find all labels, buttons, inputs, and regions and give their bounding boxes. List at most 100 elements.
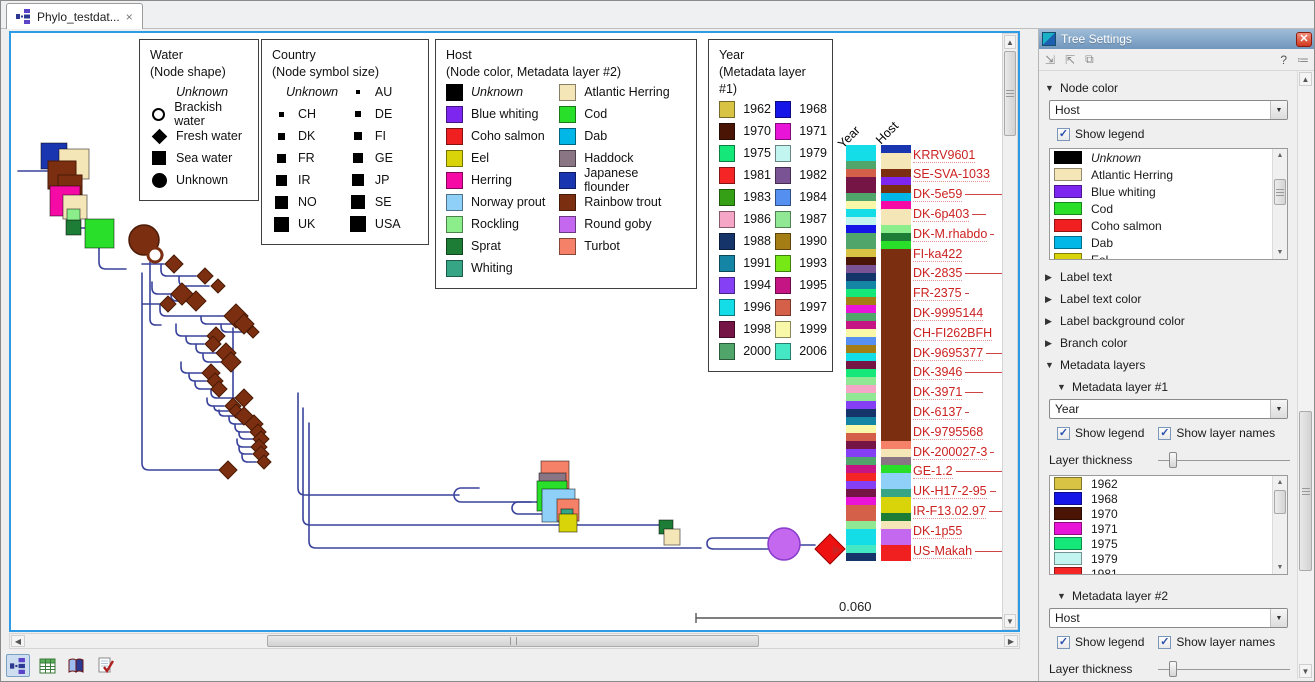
element-info-button[interactable] — [93, 654, 117, 677]
layer2-thickness-slider[interactable] — [1158, 661, 1290, 677]
tree-node-di[interactable] — [233, 313, 255, 335]
layer2-show-legend-checkbox[interactable]: ✓ Show legend — [1057, 635, 1144, 649]
legend-list-item[interactable]: 1968 — [1050, 491, 1287, 506]
leaf-label[interactable]: DK-9695377 — [913, 343, 1017, 363]
leaf-label[interactable]: DK-9995144 — [913, 303, 984, 323]
tree-node-di[interactable] — [218, 460, 238, 480]
tree-node-di[interactable] — [256, 454, 272, 470]
scroll-right-icon[interactable]: ▶ — [1004, 635, 1018, 647]
leaf-label[interactable]: DK-3971 — [913, 383, 984, 403]
section-label-text-color[interactable]: ▶Label text color — [1045, 290, 1292, 308]
dock-tool-icon[interactable]: ⧉ — [1085, 52, 1094, 66]
list-scrollbar[interactable]: ▲ ▼ — [1272, 149, 1287, 259]
leaf-label[interactable]: DK-5e59 — [913, 185, 1018, 205]
legend-list-item[interactable]: 1975 — [1050, 536, 1287, 551]
legend-list-item[interactable]: Cod — [1050, 200, 1287, 217]
tree-node-di[interactable] — [220, 351, 242, 373]
tab-close-icon[interactable]: × — [125, 9, 133, 24]
tree-view-button[interactable] — [6, 654, 30, 677]
legend-list-item[interactable]: Unknown — [1050, 149, 1287, 166]
leaf-label[interactable]: GE-1.2 — [913, 462, 1002, 482]
section-metadata-layer-1[interactable]: ▼ Metadata layer #1 — [1057, 378, 1292, 396]
section-metadata-layer-2[interactable]: ▼ Metadata layer #2 — [1057, 587, 1292, 605]
tree-node-sq[interactable] — [663, 528, 681, 546]
layer1-show-legend-checkbox[interactable]: ✓ Show legend — [1057, 426, 1144, 440]
scroll-down-icon[interactable]: ▼ — [1004, 614, 1016, 628]
panel-scrollbar[interactable]: ▲ ▼ — [1297, 71, 1314, 679]
scroll-down-icon[interactable]: ▼ — [1276, 249, 1284, 256]
scroll-left-icon[interactable]: ◀ — [11, 635, 25, 647]
leaf-label[interactable]: FR-2375 — [913, 284, 969, 304]
leaf-label[interactable]: CH-FI262BFH — [913, 323, 993, 343]
leaf-label[interactable]: DK-3946 — [913, 363, 1006, 383]
legend-list-item[interactable]: 1962 — [1050, 476, 1287, 491]
legend-list-item[interactable]: Dab — [1050, 234, 1287, 251]
tab-phylo-testdata[interactable]: Phylo_testdat... × — [6, 3, 143, 29]
canvas-hscrollbar[interactable]: ◀ ▶ — [9, 633, 1020, 649]
tree-node-di[interactable] — [210, 380, 228, 398]
vscroll-thumb[interactable] — [1004, 51, 1016, 136]
leaf-label[interactable]: FI-ka422 — [913, 244, 963, 264]
leaf-label[interactable]: DK-9795568 — [913, 422, 984, 442]
tree-node-di[interactable] — [164, 254, 184, 274]
legend-list-item[interactable]: Atlantic Herring — [1050, 166, 1287, 183]
node-color-dropdown[interactable]: Host ▼ — [1049, 100, 1288, 120]
tree-node-di[interactable] — [159, 295, 177, 313]
report-view-button[interactable] — [64, 654, 88, 677]
leaf-label[interactable]: DK-200027-3 — [913, 442, 995, 462]
section-label-text[interactable]: ▶Label text — [1045, 268, 1292, 286]
list-scroll-thumb[interactable] — [1274, 490, 1286, 514]
leaf-label[interactable]: SE-SVA-1033 — [913, 165, 990, 185]
scroll-up-icon[interactable]: ▲ — [1276, 479, 1284, 486]
section-metadata-layers[interactable]: ▼ Metadata layers — [1045, 356, 1292, 374]
canvas-vscrollbar[interactable]: ▲ ▼ — [1002, 33, 1018, 630]
leaf-label[interactable]: DK-2835 — [913, 264, 1018, 284]
tree-node-di[interactable] — [204, 335, 222, 353]
scroll-up-icon[interactable]: ▲ — [1276, 152, 1284, 159]
tree-node-di[interactable] — [246, 325, 260, 339]
legend-list-item[interactable]: 1971 — [1050, 521, 1287, 536]
tree-node-di[interactable] — [210, 278, 226, 294]
tree-node-ci[interactable] — [767, 527, 801, 561]
layer1-dropdown[interactable]: Year ▼ — [1049, 399, 1288, 419]
tree-node-di[interactable] — [196, 267, 214, 285]
expand-tool-icon[interactable]: ⇲ — [1045, 52, 1056, 67]
table-view-button[interactable] — [35, 654, 59, 677]
scroll-up-icon[interactable]: ▲ — [1004, 35, 1016, 49]
scroll-up-icon[interactable]: ▲ — [1299, 72, 1312, 86]
list-scroll-thumb[interactable] — [1274, 179, 1286, 205]
leaf-label[interactable]: KRRV9601 — [913, 145, 976, 165]
list-scrollbar[interactable]: ▲ ▼ — [1272, 476, 1287, 574]
legend-list-item[interactable]: Eel — [1050, 251, 1287, 259]
legend-list-item[interactable]: Blue whiting — [1050, 183, 1287, 200]
legend-list-item[interactable]: 1979 — [1050, 551, 1287, 566]
section-node-color[interactable]: ▼ Node color — [1045, 79, 1292, 97]
help-icon[interactable]: ? — [1280, 52, 1287, 67]
section-label-background-color[interactable]: ▶Label background color — [1045, 312, 1292, 330]
leaf-label[interactable]: DK-6137 — [913, 403, 970, 423]
layer1-show-layer-names-checkbox[interactable]: ✓ Show layer names — [1158, 426, 1275, 440]
tree-node-di[interactable] — [185, 290, 207, 312]
leaf-label[interactable]: DK-M.rhabdo — [913, 224, 995, 244]
hscroll-thumb[interactable] — [267, 635, 759, 647]
layer2-show-layer-names-checkbox[interactable]: ✓ Show layer names — [1158, 635, 1275, 649]
slider-thumb[interactable] — [1169, 452, 1177, 468]
tree-node-sq[interactable] — [84, 218, 115, 249]
tree-node-di[interactable] — [814, 533, 846, 565]
scroll-down-icon[interactable]: ▼ — [1276, 564, 1284, 571]
panel-close-icon[interactable]: ✕ — [1296, 31, 1312, 47]
leaf-label[interactable]: DK-1p55 — [913, 521, 963, 541]
scroll-down-icon[interactable]: ▼ — [1299, 664, 1312, 678]
layer1-thickness-slider[interactable] — [1158, 452, 1290, 468]
slider-thumb[interactable] — [1169, 661, 1177, 677]
tree-node-ring[interactable] — [146, 246, 164, 264]
legend-list-item[interactable]: 1970 — [1050, 506, 1287, 521]
leaf-label[interactable]: UK-H17-2-95 — [913, 482, 996, 502]
legend-list-item[interactable]: 1981 — [1050, 566, 1287, 574]
section-branch-color[interactable]: ▶Branch color — [1045, 334, 1292, 352]
panel-scroll-thumb[interactable] — [1299, 411, 1312, 571]
tree-node-sq[interactable] — [65, 219, 82, 236]
